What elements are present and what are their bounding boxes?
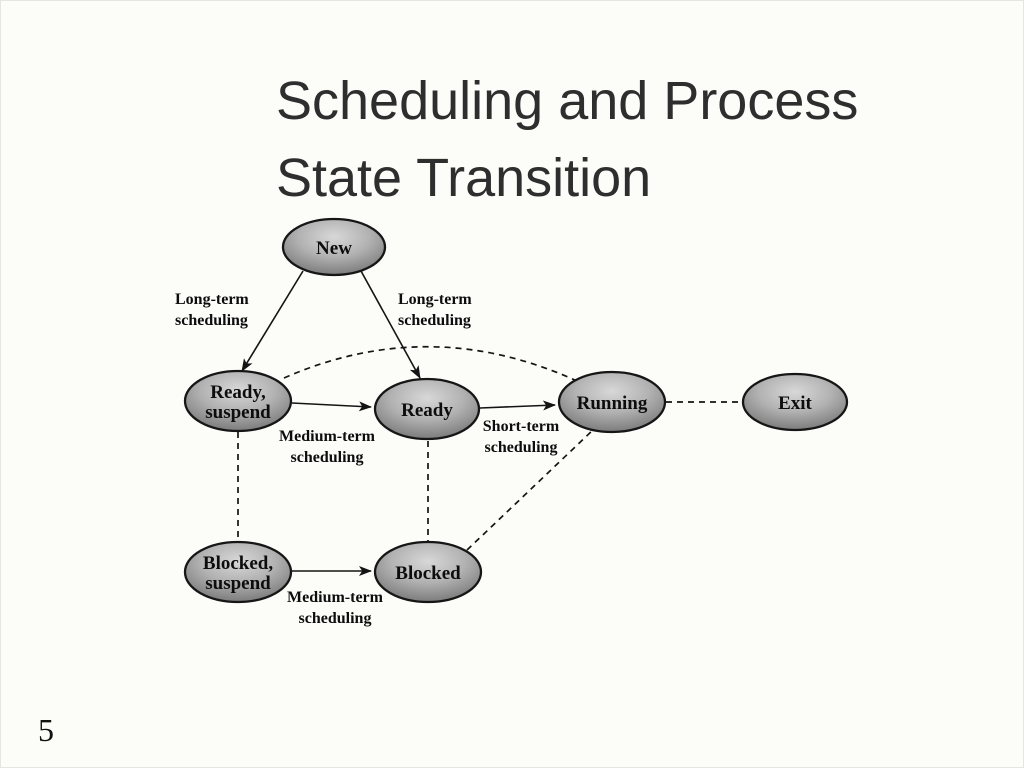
- node-ready-suspend: Ready,suspend: [183, 369, 293, 433]
- node-ready-suspend-label-line: Ready,: [210, 382, 266, 403]
- edge-label-medium-term-bottom-line: Medium-term: [287, 589, 384, 606]
- edge-label-medium-term-top-line: scheduling: [291, 449, 364, 466]
- edge-label-medium-term-top-line: Medium-term: [279, 428, 376, 445]
- node-ready-label-line: Ready: [401, 400, 453, 421]
- edge-label-medium-term-top: Medium-term scheduling: [279, 428, 376, 466]
- edge-label-medium-term-bottom-line: scheduling: [299, 610, 372, 627]
- node-ready-suspend-label-line: suspend: [205, 402, 271, 423]
- edge-ready-to-running: [479, 400, 556, 411]
- node-ready-label: Ready: [401, 400, 453, 421]
- page-number: 5: [38, 712, 54, 748]
- edge-running-to-ready-suspend-arc: [283, 345, 578, 382]
- edge-label-long-term-left-line: Long-term: [175, 291, 249, 308]
- edge-label-long-term-left: Long-term scheduling: [175, 291, 249, 329]
- edge-label-long-term-right-line: Long-term: [398, 291, 472, 308]
- node-new-shape: [281, 217, 387, 277]
- node-running-label-line: Running: [577, 393, 648, 414]
- node-running: Running: [557, 370, 667, 434]
- node-running-shape: [557, 370, 667, 434]
- edges-layer: [237, 270, 741, 576]
- edge-label-long-term-left-line: scheduling: [175, 312, 248, 329]
- node-running-label: Running: [577, 393, 648, 414]
- node-exit-shape: [741, 372, 849, 432]
- node-ready: Ready: [373, 377, 481, 441]
- node-ready-suspend-shape: [183, 369, 293, 433]
- node-new-label-line: New: [316, 238, 352, 259]
- edge-label-short-term-line: Short-term: [483, 418, 560, 435]
- node-ready-shape: [373, 377, 481, 441]
- edge-label-medium-term-bottom: Medium-term scheduling: [287, 589, 384, 627]
- node-blocked-label: Blocked: [395, 563, 461, 584]
- node-new: New: [281, 217, 387, 277]
- node-blocked-suspend-shape: [183, 540, 293, 604]
- edge-new-to-ready: [360, 270, 421, 379]
- slide-title: Scheduling and Process State Transition: [276, 63, 858, 217]
- edge-new-to-ready-suspend: [241, 270, 304, 372]
- node-exit-label: Exit: [778, 393, 812, 414]
- node-new-label: New: [316, 238, 352, 259]
- edge-label-long-term-right: Long-term scheduling: [398, 291, 472, 329]
- node-blocked-shape: [373, 540, 483, 604]
- node-ready-suspend-label: Ready,suspend: [205, 382, 271, 423]
- node-blocked-suspend-label-line: Blocked,: [203, 553, 273, 574]
- node-blocked-suspend-label: Blocked,suspend: [203, 553, 273, 594]
- slide-title-line-1: Scheduling and Process: [276, 71, 859, 131]
- slide-title-line-2: State Transition: [276, 148, 652, 208]
- node-blocked-label-line: Blocked: [395, 563, 461, 584]
- edge-label-long-term-right-line: scheduling: [398, 312, 471, 329]
- node-blocked-suspend: Blocked,suspend: [183, 540, 293, 604]
- edge-ready-suspend-to-ready: [291, 401, 372, 412]
- node-exit: Exit: [741, 372, 849, 432]
- node-blocked-suspend-label-line: suspend: [205, 573, 271, 594]
- node-exit-label-line: Exit: [778, 393, 812, 414]
- edge-label-short-term-line: scheduling: [485, 439, 558, 456]
- node-blocked: Blocked: [373, 540, 483, 604]
- edge-label-short-term: Short-term scheduling: [483, 418, 560, 456]
- edge-blocked-to-running: [466, 428, 595, 551]
